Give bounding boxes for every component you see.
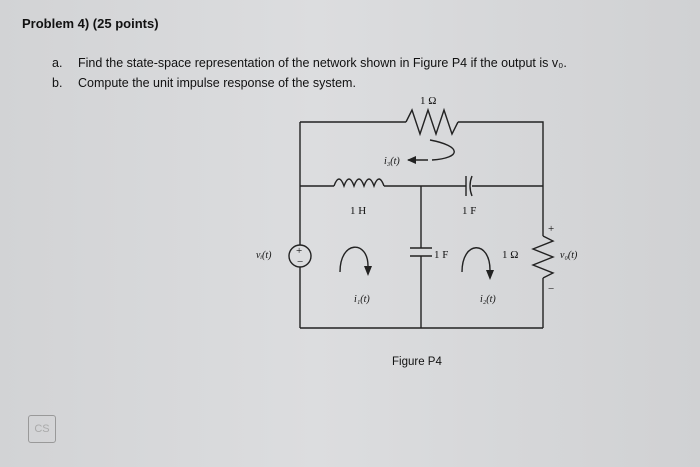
label-cap-mid: 1 F [434,249,448,261]
source-plus: + [296,245,302,257]
label-top-resistor: 1 Ω [420,95,436,107]
label-vo: v₀(t) [560,250,578,261]
cs-watermark-badge: CS [28,415,56,443]
question-b-label: b. [52,76,63,90]
mesh-arrow-i1 [339,246,369,273]
question-b-text: Compute the unit impulse response of the… [78,76,356,90]
label-i2: i₂(t) [480,294,496,305]
label-i3: i₃(t) [384,156,400,167]
top-resistor-symbol [405,107,459,137]
problem-title: Problem 4) (25 points) [22,16,159,31]
arrowhead-i2 [486,270,494,280]
question-a: a. Find the state-space representation of… [52,56,567,70]
label-inductor: 1 H [350,205,366,217]
cap-top-plate-2 [469,175,473,197]
arrowhead-i3 [407,156,416,164]
mesh-arrow-i3 [429,139,455,161]
label-vi: vᵢ(t) [256,250,272,261]
source-minus: − [297,256,303,268]
vo-minus: − [548,283,554,295]
figure-caption: Figure P4 [392,356,442,368]
question-a-text: Find the state-space representation of t… [78,56,567,70]
mesh-arrow-i2 [461,247,491,273]
right-resistor-symbol [531,235,555,279]
label-i1: i₁(t) [354,294,370,305]
wire-top-right [458,121,544,186]
question-a-label: a. [52,56,63,70]
label-cap-top: 1 F [462,205,476,217]
arrowhead-i1 [364,266,372,276]
voltage-source-symbol [288,244,312,268]
label-right-resistor: 1 Ω [502,249,518,261]
inductor-symbol [333,178,385,189]
vo-plus: + [548,223,554,235]
question-b: b. Compute the unit impulse response of t… [52,76,356,90]
